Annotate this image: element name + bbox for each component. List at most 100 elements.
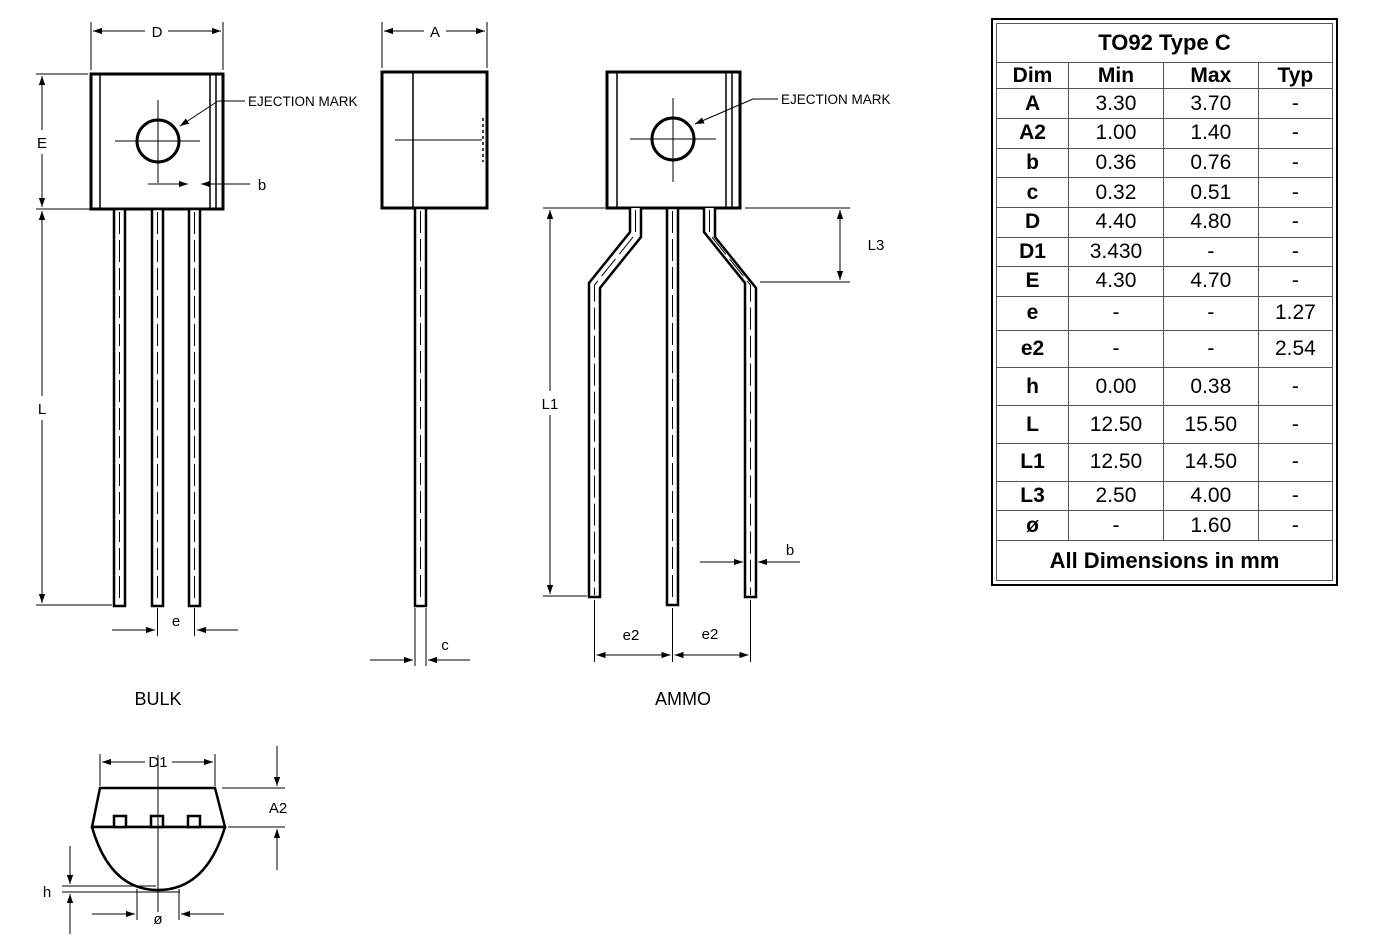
column-header-min: Min [1068, 61, 1164, 90]
table-cell-typ: - [1257, 118, 1334, 149]
table-title: TO92 Type C [996, 23, 1333, 63]
table-cell-min: - [1068, 295, 1164, 331]
table-cell-dim: c [995, 177, 1070, 208]
dim-label-A2: A2 [269, 800, 287, 817]
table-cell-dim: L3 [995, 480, 1070, 512]
dim-label-b-ammo: b [786, 542, 794, 559]
dim-label-e: e [172, 613, 180, 630]
dim-label-c: c [441, 637, 449, 654]
table-cell-min: 0.36 [1068, 147, 1164, 179]
ammo-front-view [543, 70, 850, 662]
column-header-dim: Dim [995, 61, 1070, 90]
table-cell-max: 4.70 [1162, 266, 1259, 297]
table-cell-max: 3.70 [1162, 88, 1259, 120]
table-cell-min: 12.50 [1068, 442, 1164, 482]
column-header-typ: Typ [1257, 61, 1334, 90]
table-header-row: Dim Min Max Typ [995, 61, 1334, 90]
dim-label-e2-right: e2 [702, 626, 719, 643]
table-cell-typ: - [1257, 177, 1334, 208]
dim-label-L: L [38, 401, 46, 418]
table-cell-max: 4.00 [1162, 480, 1259, 512]
table-cell-dim: b [995, 147, 1070, 179]
side-view [370, 22, 489, 666]
table-cell-typ: - [1257, 206, 1334, 238]
table-cell-max: 0.38 [1162, 367, 1259, 407]
table-cell-min: 1.00 [1068, 118, 1164, 149]
table-cell-min: 2.50 [1068, 480, 1164, 512]
table-cell-dim: L1 [995, 442, 1070, 482]
table-row: e--1.27 [995, 295, 1334, 331]
ammo-caption: AMMO [655, 689, 711, 709]
table-cell-max: - [1162, 295, 1259, 331]
dim-label-b: b [258, 177, 266, 194]
table-cell-min: 4.30 [1068, 266, 1164, 297]
table-cell-dim: E [995, 266, 1070, 297]
bulk-caption: BULK [134, 689, 181, 709]
ejection-mark-label: EJECTION MARK [248, 94, 358, 109]
table-cell-typ: - [1257, 147, 1334, 179]
table-cell-typ: 1.27 [1257, 295, 1334, 331]
table-cell-typ: - [1257, 367, 1334, 407]
table-cell-max: 14.50 [1162, 442, 1259, 482]
table-cell-typ: - [1257, 405, 1334, 444]
table-cell-dim: e [995, 295, 1070, 331]
table-cell-min: - [1068, 510, 1164, 542]
bottom-view [62, 746, 285, 934]
dim-label-phi: ø [153, 911, 162, 928]
table-cell-min: 0.00 [1068, 367, 1164, 407]
table-cell-min: - [1068, 329, 1164, 369]
table-cell-max: 0.51 [1162, 177, 1259, 208]
table-cell-dim: D1 [995, 236, 1070, 268]
dim-label-D1: D1 [148, 754, 167, 771]
table-cell-min: 12.50 [1068, 405, 1164, 444]
table-cell-max: - [1162, 236, 1259, 268]
table-cell-min: 3.30 [1068, 88, 1164, 120]
table-cell-typ: - [1257, 480, 1334, 512]
table-cell-min: 4.40 [1068, 206, 1164, 238]
table-cell-typ: - [1257, 442, 1334, 482]
table-cell-dim: h [995, 367, 1070, 407]
table-row: e2--2.54 [995, 329, 1334, 369]
table-cell-dim: e2 [995, 329, 1070, 369]
table-cell-typ: - [1257, 236, 1334, 268]
table-cell-dim: ø [995, 510, 1070, 542]
table-cell-typ: 2.54 [1257, 329, 1334, 369]
column-header-max: Max [1162, 61, 1259, 90]
dim-label-L3: L3 [868, 237, 885, 254]
bulk-front-view [36, 22, 250, 636]
dim-label-h: h [43, 884, 51, 901]
table-row: ø-1.60- [995, 510, 1334, 542]
table-cell-typ: - [1257, 510, 1334, 542]
table-cell-dim: L [995, 405, 1070, 444]
table-cell-max: - [1162, 329, 1259, 369]
dim-label-e2-left: e2 [623, 627, 640, 644]
table-cell-max: 4.80 [1162, 206, 1259, 238]
table-cell-typ: - [1257, 88, 1334, 120]
table-cell-max: 15.50 [1162, 405, 1259, 444]
dim-label-L1: L1 [542, 396, 559, 413]
table-cell-max: 0.76 [1162, 147, 1259, 179]
table-cell-min: 0.32 [1068, 177, 1164, 208]
table-cell-dim: A2 [995, 118, 1070, 149]
table-cell-dim: D [995, 206, 1070, 238]
table-cell-max: 1.40 [1162, 118, 1259, 149]
ejection-mark-label-ammo: EJECTION MARK [781, 92, 891, 107]
dim-label-D: D [152, 24, 163, 41]
table-footer: All Dimensions in mm [996, 540, 1333, 581]
dim-label-E: E [37, 135, 47, 152]
table-cell-typ: - [1257, 266, 1334, 297]
table-cell-min: 3.430 [1068, 236, 1164, 268]
